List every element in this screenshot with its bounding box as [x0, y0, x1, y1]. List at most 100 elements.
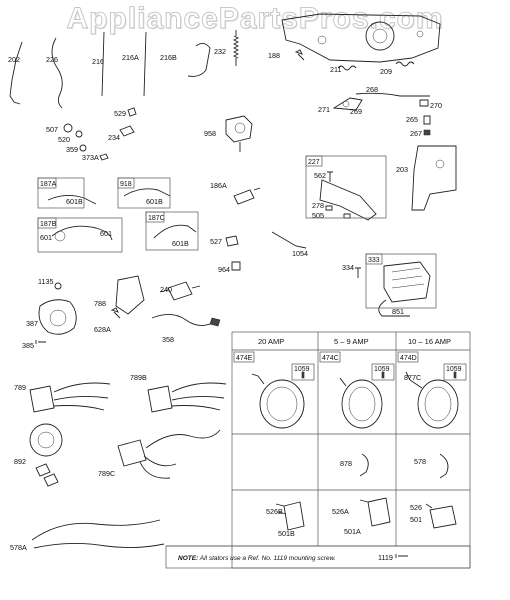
box-227 — [305, 155, 387, 219]
label-789C: 789C — [98, 469, 115, 478]
box-187B — [37, 217, 123, 253]
fuel-filter-240-drawing — [159, 281, 201, 301]
box-label-333: 333 — [368, 257, 380, 264]
label-216B: 216B — [160, 53, 177, 62]
bracket-203-drawing — [411, 145, 457, 211]
box-333 — [365, 253, 437, 309]
key-switch-face-drawing — [37, 431, 55, 449]
screw-1059-icon — [301, 371, 305, 379]
label-877C: 877C — [404, 373, 421, 382]
key-892-drawing — [35, 463, 59, 487]
hw-1059-label-2: 1059 — [374, 366, 390, 373]
label-334: 334 — [342, 263, 354, 272]
hw-1059-label-1: 1059 — [294, 366, 310, 373]
hw-1059-label-3: 1059 — [446, 366, 462, 373]
label-958: 958 — [204, 129, 216, 138]
connector-187B-drawing — [54, 230, 66, 242]
screw-628A-drawing — [110, 307, 121, 319]
label-203: 203 — [396, 165, 408, 174]
rod-216A-drawing — [143, 31, 147, 97]
label-526: 526 — [410, 503, 422, 512]
regulator-501B-drawing — [275, 501, 305, 531]
control-knob-drawing — [365, 21, 395, 51]
label-501: 501 — [410, 515, 422, 524]
label-265: 265 — [406, 115, 418, 124]
label-526A: 526A — [332, 507, 349, 516]
label-269: 269 — [350, 107, 362, 116]
label-267: 267 — [410, 129, 422, 138]
label-226: 226 — [46, 55, 58, 64]
clip-234-drawing — [119, 125, 135, 137]
label-501A: 501A — [344, 527, 361, 536]
clip-270-drawing — [419, 99, 429, 107]
harness-789C-drawing — [117, 429, 221, 479]
box-187C — [145, 211, 199, 251]
label-601B-1: 601B — [66, 197, 83, 206]
col-header-20amp: 20 AMP — [258, 337, 284, 346]
nut-267-drawing — [423, 129, 431, 136]
regulator-501A-drawing — [359, 497, 391, 527]
harness-789B-drawing — [147, 382, 227, 413]
label-851: 851 — [392, 307, 404, 316]
control-knob-hub-drawing — [372, 28, 388, 44]
box-label-187B: 187B — [40, 221, 57, 228]
box-187A — [37, 177, 85, 209]
label-501B: 501B — [278, 529, 295, 538]
stator-20amp-drawing — [251, 373, 305, 429]
label-1054: 1054 — [292, 249, 308, 258]
valve-port-drawing — [234, 122, 246, 134]
screw-334-drawing — [355, 267, 361, 278]
tag-474C-box — [319, 351, 341, 363]
nut-505-drawing — [343, 213, 351, 219]
lead-878-drawing — [359, 453, 369, 477]
watermark: AppliancePartsPros.com — [66, 2, 444, 36]
label-202: 202 — [8, 55, 20, 64]
wire-187B-drawing — [51, 225, 113, 241]
valve-958-drawing — [225, 115, 253, 152]
note-text: NOTE: All stators use a Ref. No. 1119 mo… — [178, 555, 336, 562]
label-529: 529 — [114, 109, 126, 118]
rod-216-drawing — [101, 31, 105, 97]
washer-1135-drawing — [54, 282, 62, 290]
rectifier-333-drawing — [383, 261, 431, 303]
label-526B: 526B — [266, 507, 283, 516]
label-601: 601 — [40, 233, 52, 242]
switch-186A-drawing — [233, 187, 261, 205]
label-385: 385 — [22, 341, 34, 350]
label-507: 507 — [46, 125, 58, 134]
lead-358-end-drawing — [209, 317, 221, 327]
spring-232-drawing — [232, 30, 240, 66]
label-601B-3: 601B — [172, 239, 189, 248]
box-227-tag — [305, 155, 323, 167]
bracket-216B-drawing — [187, 43, 211, 77]
label-278: 278 — [312, 201, 324, 210]
tag-474D: 474D — [400, 355, 417, 362]
label-578: 578 — [414, 457, 426, 466]
label-216A: 216A — [122, 53, 139, 62]
clip-527-drawing — [225, 235, 239, 247]
screw-1059-icon — [453, 371, 457, 379]
hw-1059-box-1 — [291, 363, 315, 381]
label-789: 789 — [14, 383, 26, 392]
label-188: 188 — [268, 51, 280, 60]
stator-5-9amp-drawing — [339, 377, 383, 429]
label-520: 520 — [58, 135, 70, 144]
hw-1059-box-2 — [371, 363, 395, 381]
rod-202-drawing — [9, 41, 23, 105]
tag-474D-box — [397, 351, 419, 363]
harness-851-drawing — [378, 299, 410, 317]
label-578A: 578A — [10, 543, 27, 552]
label-270: 270 — [430, 101, 442, 110]
rectifier-fins-drawing — [391, 267, 425, 289]
label-878: 878 — [340, 459, 352, 468]
solenoid-387-drawing — [38, 299, 77, 335]
label-788: 788 — [94, 299, 106, 308]
lever-pivot-drawing — [342, 100, 350, 108]
screw-1059-icon — [381, 371, 385, 379]
label-892: 892 — [14, 457, 26, 466]
cable-226-drawing — [51, 37, 63, 109]
nut-278-drawing — [325, 205, 333, 211]
label-268: 268 — [366, 85, 378, 94]
tag-474C: 474C — [322, 355, 339, 362]
